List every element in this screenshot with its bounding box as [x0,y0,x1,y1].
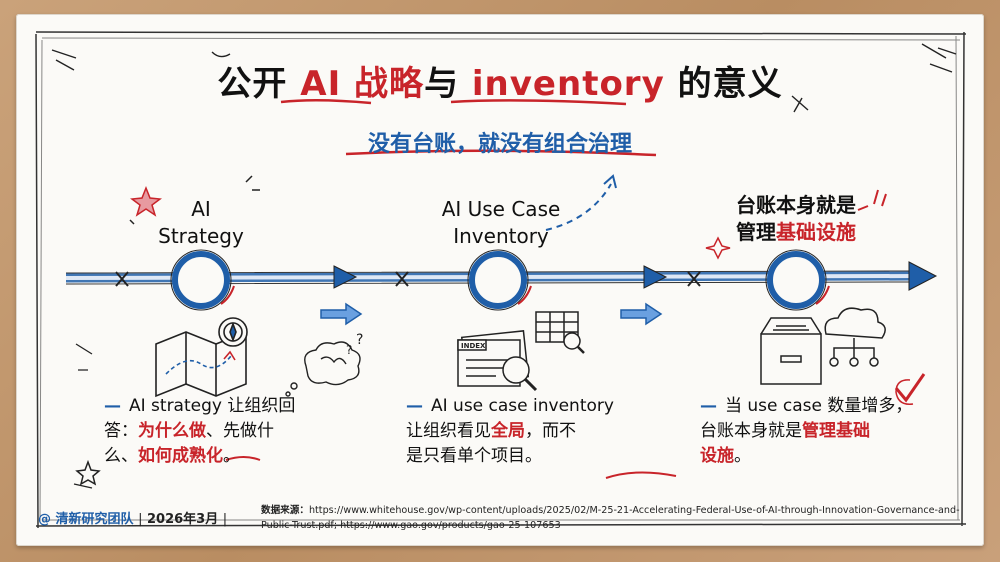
map-compass-icon [156,318,247,396]
svg-text:?: ? [356,332,363,348]
svg-text:INDEX: INDEX [461,342,486,350]
footer-team: @ 清新研究团队 [38,512,134,527]
mini-arrow-2 [621,304,661,324]
node-label-line: AI Use Case [416,196,586,223]
cloud-network-icon [825,308,885,366]
node-circle-2 [468,250,531,310]
node-label-ai-use-case-inventory: AI Use Case Inventory [416,196,586,250]
footer-separator: | [223,512,227,527]
footer-source: 数据来源：https://www.whitehouse.gov/wp-conte… [261,503,976,533]
title-highlight-ai-strategy: AI 战略 [300,64,424,104]
title-highlight-inventory: inventory [472,64,665,104]
title-suffix: 的意义 [678,64,783,104]
source-label: 数据来源： [261,505,309,516]
node-label-line: Inventory [416,223,586,250]
title-prefix: 公开 [217,64,287,104]
bullet-text: AI use case inventory [431,396,614,416]
node-label-plain: 管理 [736,220,776,244]
brain-thought-icon: ? ? [286,332,363,396]
mini-arrow-1 [321,304,361,324]
node-label-line: Strategy [126,223,276,250]
bullet-text: 、先做什 [206,421,274,441]
node-circle-1 [171,250,234,310]
bullet-text: 是只看单个项目。 [406,444,636,469]
bullet-highlight: 为什么做 [138,421,206,441]
footer-separator: | [138,512,142,527]
title-middle: 与 [424,64,459,104]
bullet-text: ，而不 [525,421,576,441]
node-circle-3 [766,250,829,310]
bullet-text: 台账本身就是 [700,421,802,441]
page-title: 公开 AI 战略与 inventory 的意义 [16,56,984,105]
svg-text:?: ? [346,343,352,357]
bullet-highlight: 管理基础 [802,421,870,441]
whiteboard: ? ? INDEX [16,14,984,546]
index-cards-magnifier-icon: INDEX [458,312,584,390]
node-label-line: AI [126,196,276,223]
footer-credit: @ 清新研究团队 | 2026年3月 | [38,508,227,527]
node-label-ai-strategy: AI Strategy [126,196,276,250]
bullet-text: 么、 [104,446,138,466]
bullet-text: 。 [223,446,240,466]
bullet-inventory: —AI use case inventory 让组织看见全局，而不 是只看单个项… [406,394,636,469]
bullet-text: 答： [104,421,138,441]
bullet-text: 当 use case 数量增多， [725,396,912,416]
node-label-infrastructure: 台账本身就是 管理基础设施 [706,192,886,246]
bullet-ai-strategy: —AI strategy 让组织回 答：为什么做、先做什 么、如何成熟化。 [104,394,324,469]
bullet-infrastructure: —当 use case 数量增多， 台账本身就是管理基础 设施。 [700,394,950,469]
bullet-highlight: 设施 [700,446,734,466]
bullet-highlight: 如何成熟化 [138,446,223,466]
source-text: https://www.whitehouse.gov/wp-content/up… [261,505,960,531]
footer-date: 2026年3月 [147,512,218,527]
file-cabinet-icon [761,318,821,384]
bullet-text: AI strategy 让组织回 [129,396,295,416]
node-label-highlight: 基础设施 [776,220,856,244]
subtitle: 没有台账，就没有组合治理 [16,126,984,158]
node-label-line: 台账本身就是 [706,192,886,219]
bullet-text: 。 [734,446,751,466]
bullet-text: 让组织看见 [406,421,491,441]
bullet-highlight: 全局 [491,421,525,441]
